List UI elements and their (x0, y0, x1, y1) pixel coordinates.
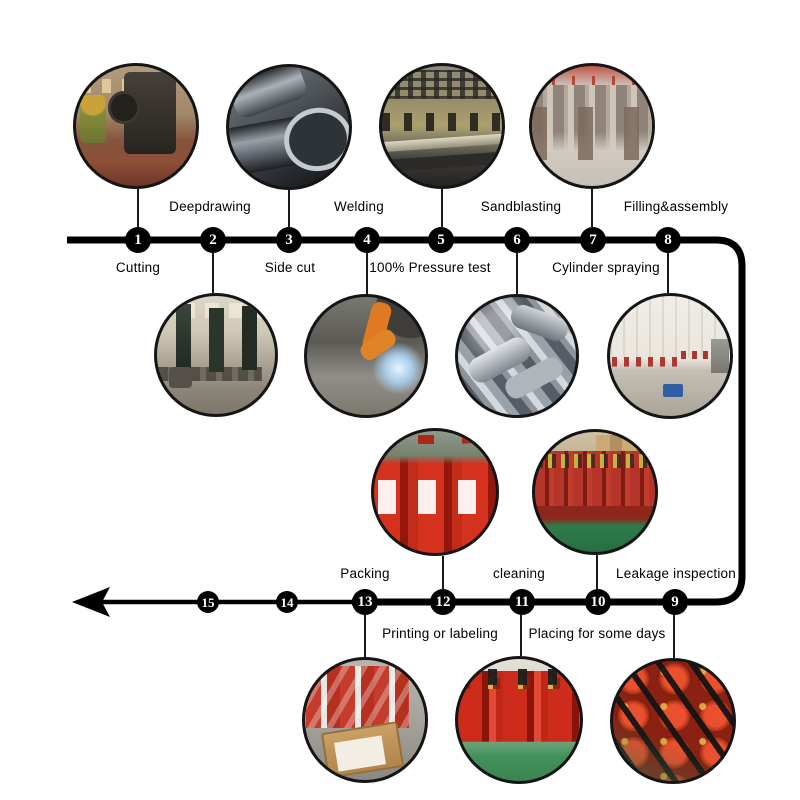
step-dot-13: 13 (352, 589, 378, 615)
step-dot-2: 2 (200, 227, 226, 253)
step-label-welding: Welding (334, 199, 384, 214)
step-label-cylinder-spraying: Cylinder spraying (552, 260, 660, 275)
step-dot-6: 6 (504, 227, 530, 253)
weld-glow-shape (371, 341, 425, 395)
step-label-packing: Packing (340, 566, 390, 581)
step-label-sandblasting: Sandblasting (480, 199, 562, 214)
step-label-printing-labeling: Printing or labeling (382, 626, 498, 641)
main-flow-path (67, 236, 746, 606)
step-dot-3: 3 (276, 227, 302, 253)
step-label-pressure-test: 100% Pressure test (369, 260, 491, 275)
photo-cleaned-red-extinguishers (455, 656, 583, 784)
photo-labeled-extinguishers (371, 428, 499, 556)
step-dot-9: 9 (662, 589, 688, 615)
step-label-leakage-inspection: Leakage inspection (616, 566, 736, 581)
photo-cutting-workshop (73, 63, 199, 189)
left-arrowhead-icon (72, 587, 110, 617)
step-dot-15: 15 (197, 591, 219, 613)
photo-deepdrawing-press-machines (154, 293, 278, 417)
photo-leakage-inspection-water-test (610, 658, 736, 784)
photo-pressure-test-line (379, 63, 505, 189)
step-label-side-cut: Side cut (264, 260, 316, 275)
step-dot-12: 12 (430, 589, 456, 615)
step-label-cleaning: cleaning (493, 566, 545, 581)
photo-filling-assembly-workshop (607, 293, 733, 419)
photo-sandblasted-cylinder-shells (455, 294, 579, 418)
step-dot-7: 7 (580, 227, 606, 253)
step-dot-8: 8 (655, 227, 681, 253)
photo-side-cut-steel-pipes (226, 64, 352, 190)
photo-packing-into-cartons (302, 657, 428, 783)
step-dot-11: 11 (509, 589, 535, 615)
step-dot-1: 1 (125, 227, 151, 253)
step-label-deepdrawing: Deepdrawing (169, 199, 251, 214)
step-dot-14: 14 (276, 591, 298, 613)
photo-cylinder-spraying-line (529, 63, 655, 189)
step-dot-4: 4 (354, 227, 380, 253)
step-label-filling-assembly: Filling&assembly (623, 199, 729, 214)
step-dot-10: 10 (585, 589, 611, 615)
step-label-placing: Placing for some days (528, 626, 666, 641)
photo-connector-lines (137, 189, 675, 658)
step-dot-5: 5 (428, 227, 454, 253)
photo-extinguishers-placed-on-floor (532, 429, 658, 555)
press-machine-shape (79, 94, 106, 143)
step-label-cutting: Cutting (115, 260, 161, 275)
photo-robotic-welding (304, 294, 428, 418)
